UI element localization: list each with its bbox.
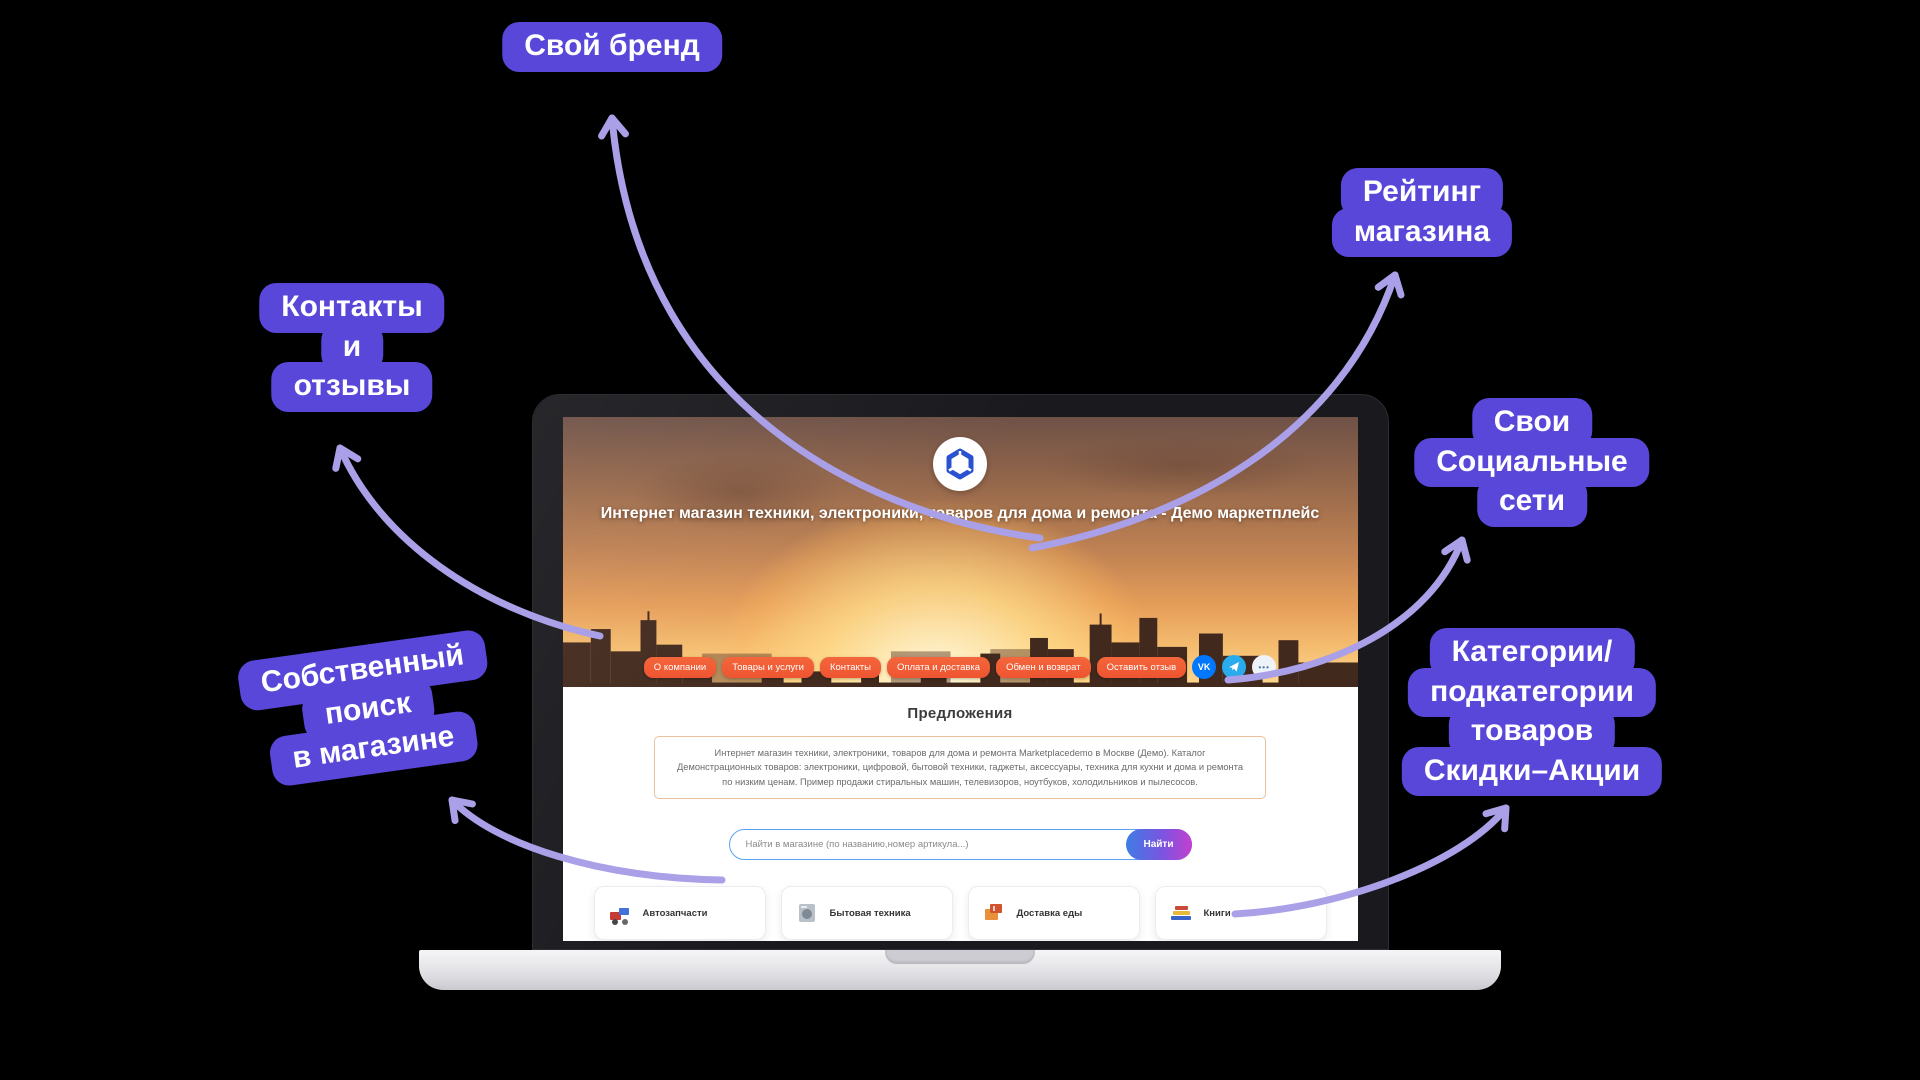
category-label: Книги [1203,907,1231,919]
appliances-icon [798,904,815,923]
callout-own-socials: Свои Социальные сети [1414,398,1650,527]
telegram-icon[interactable] [1222,655,1247,679]
callout-line: Свой бренд [502,22,722,72]
hexagon-logo-icon [946,448,974,480]
category-card-books[interactable]: Книги [1154,886,1327,941]
nav-pill-payment[interactable]: Оплата и доставка [886,656,991,678]
callout-line: магазина [1331,207,1513,257]
laptop-notch [885,950,1035,964]
category-card-appliances[interactable]: Бытовая техника [780,886,953,941]
callout-categories: Категории/ подкатегории товаров Скидки–А… [1401,628,1663,796]
category-label: Бытовая техника [829,907,911,919]
callout-contacts-reviews: Контакты и отзывы [259,283,445,412]
category-card-food[interactable]: Доставка еды [967,886,1140,941]
nav-pill-review[interactable]: Оставить отзыв [1096,656,1187,678]
laptop-screen: Интернет магазин техники, электроники, т… [531,394,1389,950]
hero-banner: Интернет магазин техники, электроники, т… [562,417,1358,687]
callout-line: Скидки–Акции [1401,746,1663,796]
search-input[interactable] [728,829,1192,861]
callout-own-brand: Свой бренд [502,22,722,72]
category-card-auto[interactable]: Автозапчасти [593,886,766,941]
callout-line: сети [1476,477,1588,527]
nav-pill-returns[interactable]: Обмен и возврат [996,656,1091,678]
site-content: Предложения Интернет магазин техники, эл… [563,687,1358,941]
nav-pill-contacts[interactable]: Контакты [819,656,881,678]
nav-pill-about[interactable]: О компании [643,656,717,678]
laptop-mockup: Интернет магазин техники, электроники, т… [419,394,1501,990]
laptop-base [419,950,1501,990]
marketplace-logo [933,437,987,491]
search-button[interactable]: Найти [1125,829,1192,861]
auto-parts-icon [609,908,629,926]
category-label: Автозапчасти [642,907,708,919]
food-delivery-icon [984,904,1002,921]
nav-pill-products[interactable]: Товары и услуги [722,656,814,678]
category-label: Доставка еды [1016,907,1083,919]
paper-plane-icon [1229,662,1240,672]
site-navigation: О компании Товары и услуги Контакты Опла… [563,655,1358,679]
site-title: Интернет магазин техники, электроники, т… [600,505,1320,522]
shop-search: Найти [728,829,1192,861]
callout-line: отзывы [271,362,433,412]
section-title: Предложения [907,705,1013,722]
shop-description: Интернет магазин техники, электроники, т… [654,736,1266,800]
callout-shop-rating: Рейтинг магазина [1331,168,1513,257]
vk-icon[interactable]: VK [1192,655,1217,679]
category-cards: Автозапчасти Бытовая техника [563,886,1358,941]
more-social-icon[interactable]: ••• [1252,655,1277,679]
books-icon [1170,906,1191,921]
marketplace-site: Интернет магазин техники, электроники, т… [562,417,1358,941]
